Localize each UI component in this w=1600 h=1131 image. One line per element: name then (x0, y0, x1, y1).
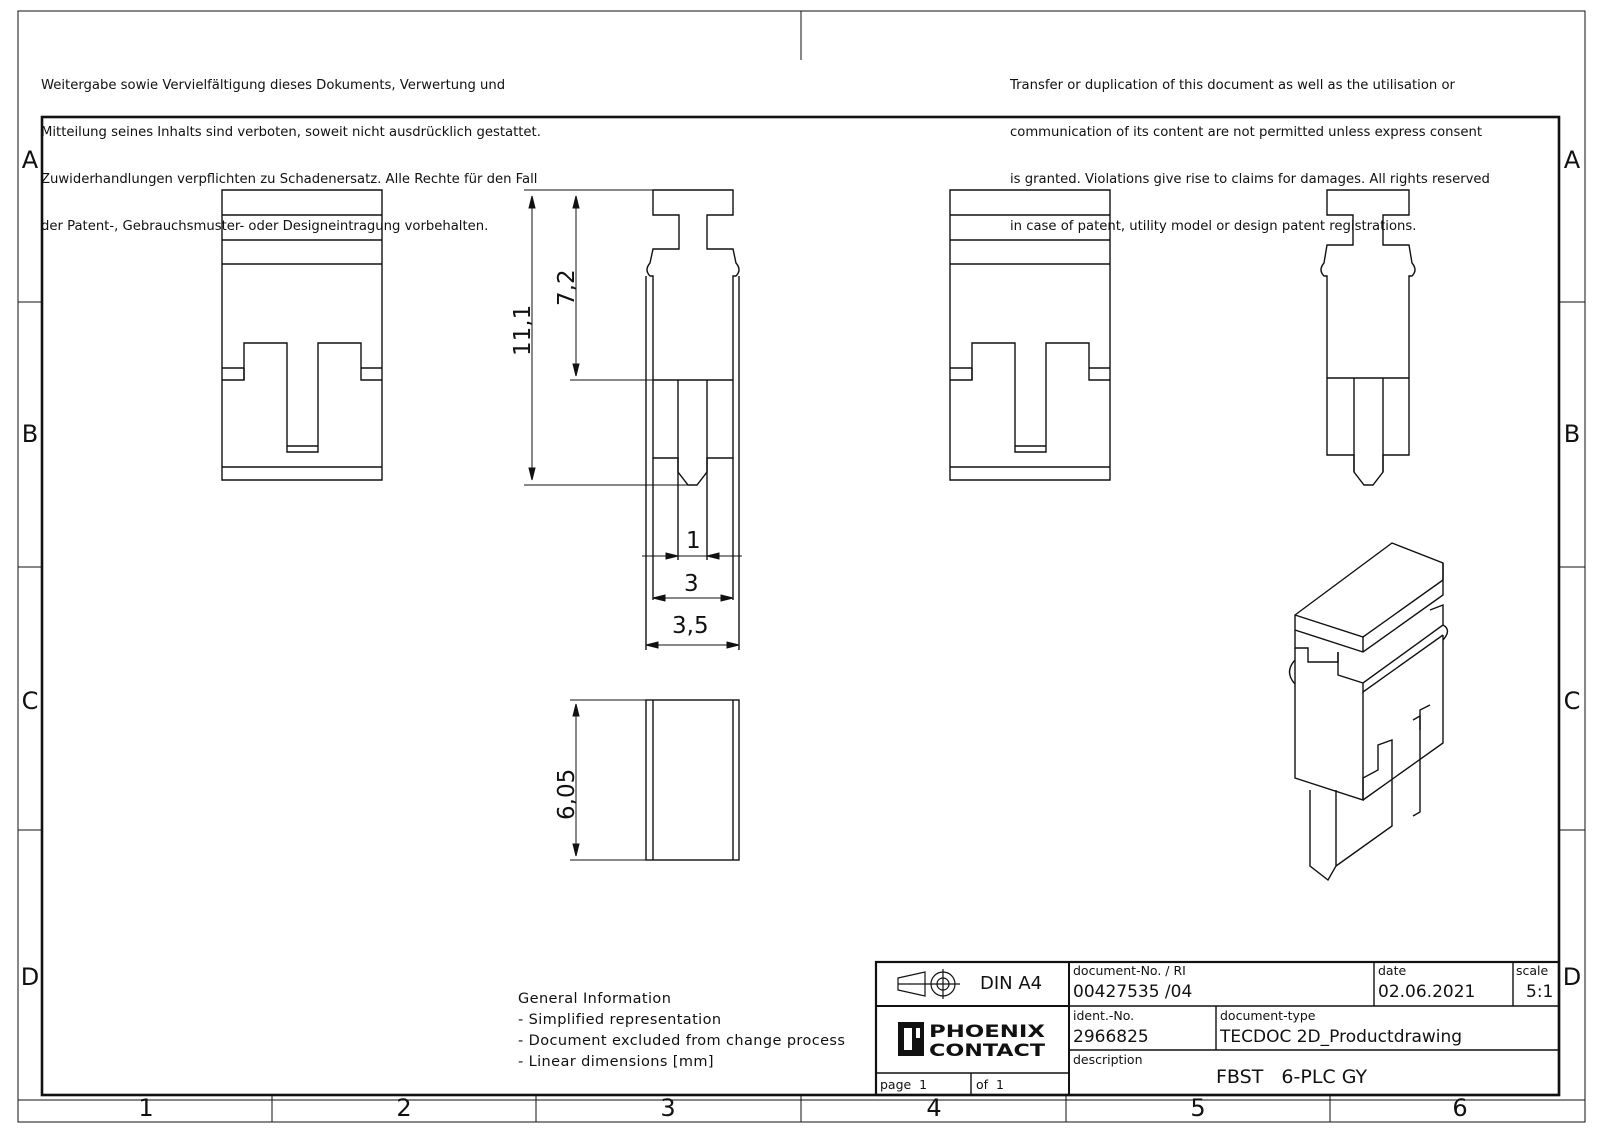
side-view-dimensioned (645, 189, 740, 650)
general-info-item: - Simplified representation (518, 1012, 722, 1028)
date-label: date (1378, 963, 1407, 978)
dim-height-upper: 7,2 (554, 269, 580, 306)
general-information: General Information - Simplified represe… (518, 989, 845, 1073)
logo-line-2: CONTACT (929, 1041, 1046, 1061)
scale-value: 5:1 (1526, 982, 1554, 1002)
dimension-lines (524, 189, 742, 861)
zone-number: 4 (926, 1094, 942, 1122)
document-type-value: TECDOC 2D_Productdrawing (1220, 1027, 1463, 1047)
notice-english: Transfer or duplication of this document… (1010, 47, 1490, 250)
dim-pin-span: 3 (684, 571, 699, 597)
format-label: DIN A4 (980, 973, 1043, 994)
notice-english-line: in case of patent, utility model or desi… (1010, 218, 1417, 234)
notice-german-line: Zuwiderhandlungen verpflichten zu Schade… (41, 171, 538, 187)
ident-value: 2966825 (1073, 1027, 1149, 1047)
notice-english-line: Transfer or duplication of this document… (1010, 78, 1455, 94)
page-label: page 1 (880, 1077, 928, 1092)
zone-letter-right: C (1563, 687, 1581, 715)
general-info-item: - Linear dimensions [mm] (518, 1054, 714, 1070)
dim-depth: 6,05 (554, 769, 580, 820)
zone-number: 6 (1452, 1094, 1468, 1122)
general-info-heading: General Information (518, 991, 672, 1007)
zone-number: 1 (138, 1094, 154, 1122)
notice-english-line: is granted. Violations give rise to clai… (1010, 171, 1490, 187)
dim-pin-width: 1 (686, 528, 701, 554)
notice-german-line: Weitergabe sowie Vervielfältigung dieses… (41, 78, 506, 94)
phoenix-contact-logo: PHOENIX CONTACT (898, 1022, 1046, 1061)
document-no-label: document-No. / RI (1073, 963, 1186, 978)
dim-height-total: 11,1 (510, 305, 536, 356)
dim-overall-width: 3,5 (672, 613, 709, 639)
scale-label: scale (1516, 963, 1549, 978)
zone-letter-right: D (1562, 963, 1582, 991)
isometric-view (1288, 542, 1449, 882)
document-type-label: document-type (1220, 1008, 1316, 1023)
date-value: 02.06.2021 (1378, 982, 1476, 1002)
page-of-label: of 1 (976, 1077, 1004, 1092)
zone-letter-left: B (21, 420, 39, 448)
document-no-value: 00427535 /04 (1073, 982, 1193, 1002)
description-value: FBST 6-PLC GY (1216, 1066, 1368, 1088)
zone-letter-right: B (1563, 420, 1581, 448)
zone-letter-left: D (20, 963, 40, 991)
zone-letter-left: A (21, 146, 39, 174)
front-view-right (949, 189, 1111, 481)
description-label: description (1073, 1052, 1143, 1067)
front-view-left (221, 189, 383, 481)
logo-line-1: PHOENIX (929, 1022, 1045, 1042)
zone-number: 5 (1190, 1094, 1206, 1122)
zone-number: 3 (660, 1094, 676, 1122)
projection-symbol-icon (897, 969, 960, 999)
side-view-right (1320, 189, 1416, 486)
zone-number: 2 (396, 1094, 412, 1122)
notice-german-line: Mitteilung seines Inhalts sind verboten,… (41, 124, 541, 140)
zone-letter-left: C (21, 687, 39, 715)
notice-german-line: der Patent-, Gebrauchsmuster- oder Desig… (41, 218, 489, 234)
zone-ticks (18, 301, 1585, 1122)
notice-english-line: communication of its content are not per… (1010, 124, 1483, 140)
top-view (645, 699, 740, 861)
ident-label: ident.-No. (1073, 1008, 1135, 1023)
title-block-frame (874, 960, 1561, 1097)
zone-letter-right: A (1563, 146, 1581, 174)
general-info-item: - Document excluded from change process (518, 1033, 846, 1049)
notice-german: Weitergabe sowie Vervielfältigung dieses… (41, 47, 541, 250)
